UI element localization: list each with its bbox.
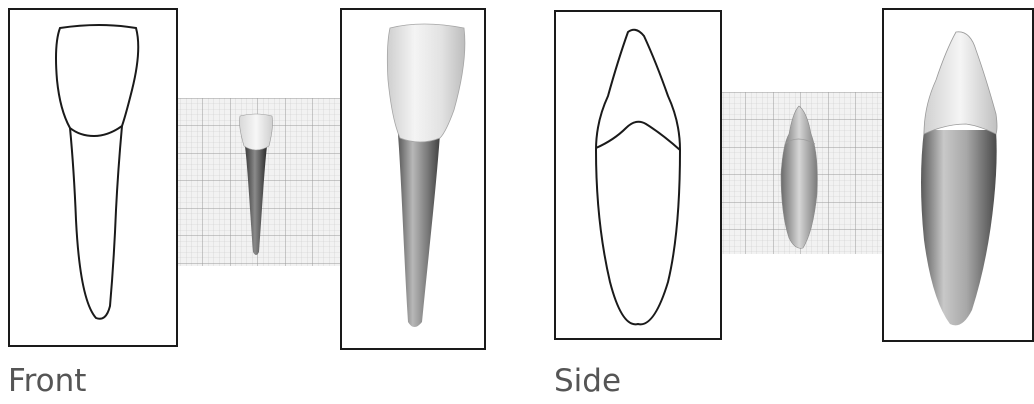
front-outline-drawing — [10, 10, 176, 345]
front-enlarged-tooth-photo — [342, 10, 484, 348]
front-enlarged-photo-frame — [340, 8, 486, 350]
side-outline-drawing-frame — [554, 10, 722, 340]
front-outline-drawing-frame — [8, 8, 178, 347]
side-enlarged-photo-frame — [882, 8, 1034, 342]
front-view-group: Front — [0, 0, 500, 404]
side-label: Side — [554, 366, 621, 397]
side-small-tooth-photo — [777, 104, 823, 250]
side-enlarged-tooth-photo — [884, 10, 1032, 340]
front-small-tooth-photo — [236, 112, 276, 258]
side-outline-drawing — [556, 12, 720, 338]
front-label: Front — [8, 366, 86, 397]
side-view-group: Side — [540, 0, 1034, 404]
